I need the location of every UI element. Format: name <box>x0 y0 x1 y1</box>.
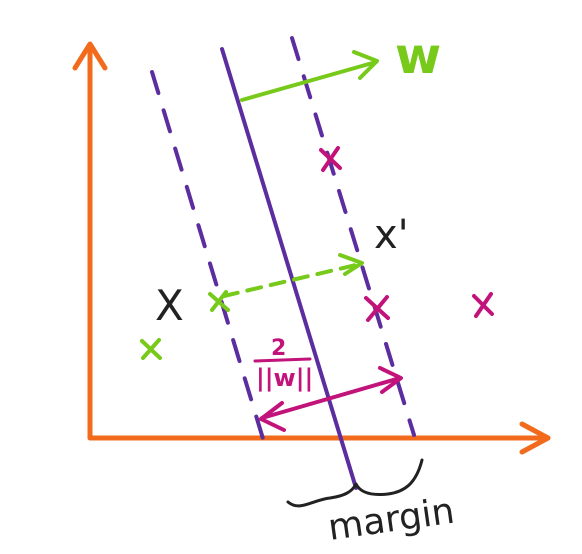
margin-brace <box>286 458 424 508</box>
positive-point-middle <box>364 295 390 322</box>
margin-width-shaft <box>260 376 402 420</box>
norm-denominator: ||w|| <box>256 364 313 392</box>
positive-point-top <box>319 146 342 172</box>
decision-boundary <box>220 47 358 490</box>
projection-vector <box>222 253 364 298</box>
w-vector-shaft <box>240 60 378 102</box>
negative-point-lower <box>140 338 162 360</box>
norm-numerator: 2 <box>271 336 286 361</box>
positive-point-right <box>472 292 494 318</box>
margin-width-left-arrowhead <box>259 401 286 432</box>
axes <box>72 41 551 455</box>
negative-class-points <box>140 290 230 360</box>
x-prime-label: x' <box>374 212 409 258</box>
margin-label: margin <box>326 491 457 549</box>
norm-fraction-bar <box>253 357 312 363</box>
x-axis-arrowhead <box>519 421 551 455</box>
w-vector <box>240 50 379 102</box>
margin-boundary-right <box>290 36 416 437</box>
w-vector-arrowhead <box>352 50 379 80</box>
projection-arrowhead <box>338 253 364 276</box>
margin-boundary-left <box>150 70 266 444</box>
projection-shaft <box>222 262 362 298</box>
w-label: w <box>395 27 441 85</box>
negative-point-support <box>208 290 230 312</box>
margin-width-arrow <box>259 366 403 432</box>
x-label: X <box>155 281 184 330</box>
margin-width-right-arrowhead <box>378 366 403 394</box>
positive-class-points <box>319 146 494 322</box>
y-axis-arrowhead <box>72 41 108 71</box>
